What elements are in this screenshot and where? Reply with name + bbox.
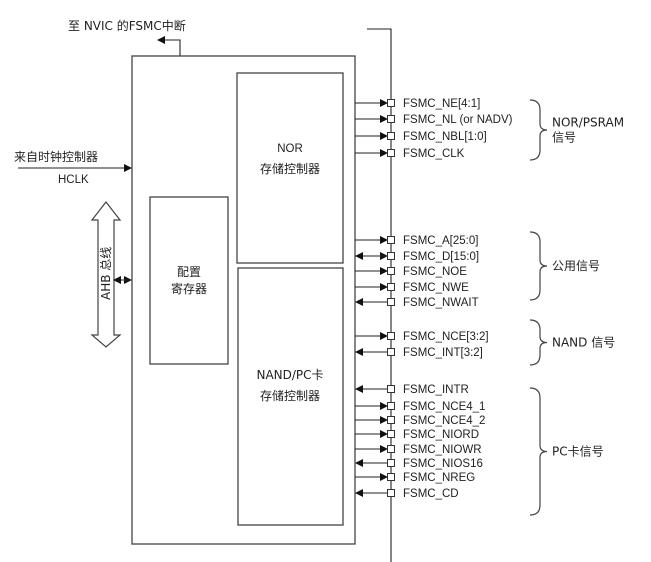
signal-label: FSMC_NIOS16 — [403, 458, 483, 470]
signal-pin — [387, 267, 395, 275]
interrupt-arrow — [157, 36, 181, 56]
signal-label: FSMC_NL (or NADV) — [403, 114, 513, 126]
group-label: NAND 信号 — [552, 336, 615, 350]
hclk-label: HCLK — [58, 174, 89, 186]
signal-label: FSMC_NCE4_2 — [403, 415, 485, 427]
signal-label: FSMC_CLK — [403, 148, 465, 160]
signal-pin — [387, 348, 395, 356]
signals-layer: FSMC_NE[4:1] FSMC_NL (or NADV) FSMC_NBL[1:… — [355, 98, 513, 500]
signal-pin — [387, 115, 395, 123]
config-register-line2: 寄存器 — [171, 281, 207, 296]
signal-pin — [387, 332, 395, 340]
signal-label: FSMC_CD — [403, 488, 459, 500]
group-label: PC卡信号 — [552, 445, 604, 459]
nand-controller-subtitle: 存储控制器 — [260, 388, 320, 403]
signal-label: FSMC_NIOWR — [403, 444, 482, 456]
signal-label: FSMC_NCE[3:2] — [403, 331, 489, 343]
signal-label: FSMC_NIORD — [403, 429, 479, 441]
ahb-bus-label: AHB 总线 — [99, 247, 113, 300]
interrupt-label: 至 NVIC 的FSMC中断 — [68, 18, 186, 33]
clock-source-label: 来自时钟控制器 — [14, 149, 98, 164]
signal-label: FSMC_NBL[1:0] — [403, 131, 487, 143]
signal-pin — [387, 416, 395, 424]
signal-pin — [387, 252, 395, 260]
signal-pin — [387, 149, 395, 157]
group-label: 公用信号 — [552, 259, 600, 273]
signal-label: FSMC_INT[3:2] — [403, 347, 483, 359]
signal-pin — [387, 430, 395, 438]
signal-bus-line — [367, 28, 392, 562]
signal-label: FSMC_NWE — [403, 282, 469, 294]
group-label: 信号 — [552, 131, 576, 145]
signal-pin — [387, 402, 395, 410]
signal-pin — [387, 132, 395, 140]
group-brace — [529, 387, 548, 516]
signal-pin — [387, 385, 395, 393]
signal-label: FSMC_NWAIT — [403, 297, 479, 309]
config-register-block — [149, 196, 229, 365]
nor-controller-block — [236, 72, 344, 264]
signal-pin — [387, 459, 395, 467]
nand-controller-title: NAND/PC卡 — [256, 368, 323, 382]
signal-label: FSMC_NCE4_1 — [403, 401, 485, 413]
signal-label: FSMC_NOE — [403, 266, 467, 278]
signal-pin — [387, 298, 395, 306]
group-brace — [529, 99, 548, 161]
nor-controller-subtitle: 存储控制器 — [260, 161, 320, 176]
group-brace — [529, 319, 548, 366]
signal-label: FSMC_A[25:0] — [403, 235, 478, 247]
signal-pin — [387, 445, 395, 453]
nand-pc-controller-block — [237, 267, 344, 526]
signal-label: FSMC_NE[4:1] — [403, 98, 480, 110]
signal-pin — [387, 236, 395, 244]
nor-controller-title: NOR — [277, 143, 303, 155]
ahb-bus-arrow — [90, 201, 122, 348]
signal-pin — [387, 473, 395, 481]
signal-label: FSMC_INTR — [403, 384, 469, 396]
group-brace — [529, 231, 548, 301]
signal-label: FSMC_D[15:0] — [403, 251, 479, 263]
signal-pin — [387, 489, 395, 497]
signal-label: FSMC_NREG — [403, 472, 475, 484]
signal-pin — [387, 283, 395, 291]
group-label: NOR/PSRAM — [552, 116, 624, 130]
config-register-line1: 配置 — [177, 265, 201, 279]
signal-pin — [387, 99, 395, 107]
